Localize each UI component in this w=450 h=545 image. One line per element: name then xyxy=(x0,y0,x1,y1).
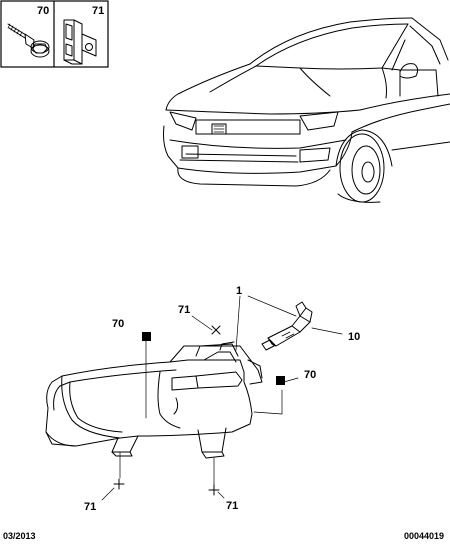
fastener-markers xyxy=(113,325,285,496)
clip-nut-icon xyxy=(63,19,97,65)
cross-marker-71-bottom-left xyxy=(113,478,125,490)
bulb-icon xyxy=(261,301,313,351)
legend-label-70: 70 xyxy=(37,5,49,17)
callout-10: 10 xyxy=(348,331,360,343)
footer-reference: 00044019 xyxy=(403,531,444,541)
vehicle-illustration xyxy=(163,17,450,203)
legend-label-71: 71 xyxy=(92,5,104,17)
cross-marker-71-top xyxy=(211,325,221,335)
cross-marker-71-bottom-right xyxy=(208,484,220,496)
callout-70-left: 70 xyxy=(112,318,124,330)
callout-70-right: 70 xyxy=(304,369,316,381)
leader-lines xyxy=(101,295,343,501)
footer-date: 03/2013 xyxy=(3,531,36,541)
square-marker-70-left xyxy=(142,332,151,341)
callout-1: 1 xyxy=(236,285,242,297)
callout-71-bottom-left: 71 xyxy=(84,501,96,513)
callout-labels: 1 10 70 71 70 71 71 xyxy=(84,285,360,513)
square-marker-70-right xyxy=(276,376,285,385)
parts-legend: 70 71 xyxy=(0,0,109,68)
callout-71-top: 71 xyxy=(178,304,190,316)
callout-71-bottom-right: 71 xyxy=(226,500,238,512)
headlamp-assembly xyxy=(45,301,313,459)
screw-icon xyxy=(7,23,50,58)
